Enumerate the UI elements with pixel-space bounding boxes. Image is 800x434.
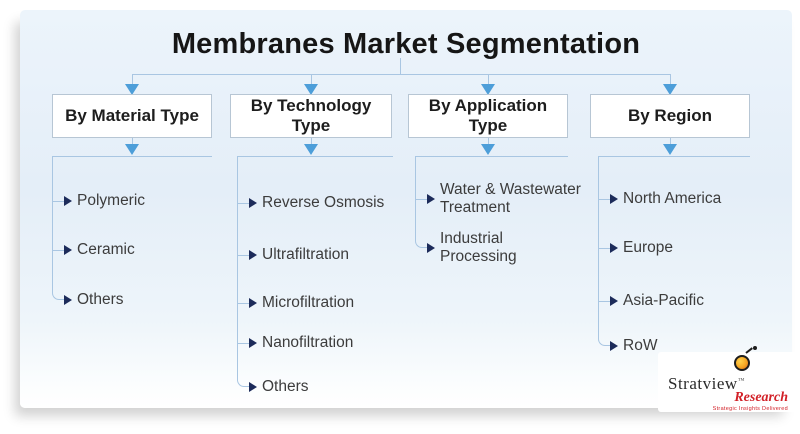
- list-item: RoW: [623, 337, 658, 354]
- segment-header-label: By Region: [627, 106, 713, 125]
- bullet-arrow-icon: [249, 250, 257, 260]
- brand-name-text: Stratview: [668, 374, 738, 393]
- diagram-canvas: Membranes Market Segmentation By Materia…: [20, 10, 798, 412]
- item-stub-line: [52, 250, 64, 251]
- list-item: Water & Wastewater Treatment: [440, 181, 581, 216]
- bullet-arrow-icon: [249, 198, 257, 208]
- panel-top-line: [52, 156, 212, 157]
- item-stub-line: [237, 343, 249, 344]
- connector-box-stub: [311, 138, 312, 144]
- segment-header-region: By Region: [590, 94, 750, 138]
- down-arrow-icon: [125, 144, 139, 155]
- panel-spine: [598, 156, 610, 346]
- down-arrow-icon: [663, 144, 677, 155]
- connector-title-stem: [400, 58, 401, 74]
- panel-top-line: [237, 156, 393, 157]
- connector-branch-stub: [670, 74, 671, 84]
- down-arrow-icon: [481, 84, 495, 95]
- list-item: Polymeric: [77, 192, 146, 209]
- item-stub-line: [598, 248, 610, 249]
- brand-subname: Research: [734, 390, 788, 405]
- connector-box-stub: [488, 138, 489, 144]
- down-arrow-icon: [663, 84, 677, 95]
- bullet-arrow-icon: [610, 194, 618, 204]
- list-item: Europe: [623, 239, 673, 256]
- bullet-arrow-icon: [64, 245, 72, 255]
- item-stub-line: [237, 255, 249, 256]
- item-stub-line: [237, 203, 249, 204]
- bullet-arrow-icon: [610, 243, 618, 253]
- bullet-arrow-icon: [64, 295, 72, 305]
- down-arrow-icon: [304, 144, 318, 155]
- panel-spine: [415, 156, 427, 248]
- item-stub-line: [237, 303, 249, 304]
- magnifier-knob-icon: [753, 346, 757, 350]
- bullet-arrow-icon: [64, 196, 72, 206]
- item-stub-line: [415, 199, 427, 200]
- down-arrow-icon: [481, 144, 495, 155]
- list-item: North America: [623, 190, 722, 207]
- list-item: Ceramic: [77, 241, 135, 258]
- magnifier-handle-icon: [745, 347, 753, 354]
- connector-box-stub: [670, 138, 671, 144]
- segment-header-technology: By Technology Type: [230, 94, 392, 138]
- segment-header-label: By Technology Type: [250, 96, 372, 135]
- list-item: Reverse Osmosis: [262, 194, 385, 211]
- list-item: Ultrafiltration: [262, 246, 349, 263]
- item-stub-line: [598, 301, 610, 302]
- list-item: Industrial Processing: [440, 230, 517, 265]
- list-item: Asia-Pacific: [623, 292, 704, 309]
- item-stub-line: [52, 201, 64, 202]
- page-title: Membranes Market Segmentation: [171, 28, 641, 60]
- bullet-arrow-icon: [249, 338, 257, 348]
- list-item: Others: [262, 378, 309, 395]
- down-arrow-icon: [125, 84, 139, 95]
- panel-spine: [237, 156, 249, 387]
- connector-branch-stub: [132, 74, 133, 84]
- bullet-arrow-icon: [610, 341, 618, 351]
- down-arrow-icon: [304, 84, 318, 95]
- magnifier-icon: [734, 355, 750, 371]
- connector-branch-stub: [311, 74, 312, 84]
- segment-header-label: By Application Type: [428, 96, 548, 135]
- bullet-arrow-icon: [610, 296, 618, 306]
- panel-spine: [52, 156, 64, 300]
- item-stub-line: [598, 199, 610, 200]
- connector-branch-stub: [488, 74, 489, 84]
- bullet-arrow-icon: [249, 382, 257, 392]
- panel-top-line: [598, 156, 750, 157]
- bullet-arrow-icon: [249, 298, 257, 308]
- connector-distribution-line: [132, 74, 670, 75]
- segment-header-material: By Material Type: [52, 94, 212, 138]
- segment-header-application: By Application Type: [408, 94, 568, 138]
- list-item: Others: [77, 291, 124, 308]
- trademark-symbol: ™: [737, 376, 746, 385]
- bullet-arrow-icon: [427, 243, 435, 253]
- bullet-arrow-icon: [427, 194, 435, 204]
- brand-tagline: Strategic Insights Delivered: [712, 406, 788, 412]
- brand-logo: Stratview™ Research Strategic Insights D…: [658, 346, 798, 412]
- panel-top-line: [415, 156, 568, 157]
- list-item: Microfiltration: [262, 294, 355, 311]
- connector-box-stub: [132, 138, 133, 144]
- segment-header-label: By Material Type: [65, 106, 199, 125]
- list-item: Nanofiltration: [262, 334, 354, 351]
- brand-name: Stratview™: [668, 374, 745, 394]
